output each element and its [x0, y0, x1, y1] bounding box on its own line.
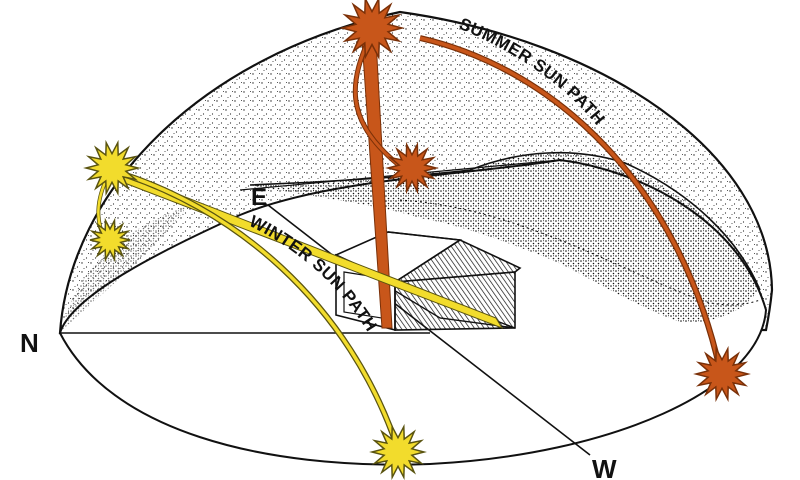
north-label: N: [20, 328, 39, 358]
summer-sun-morning-icon: [385, 141, 439, 195]
left-hill-shade: [62, 205, 190, 330]
winter-sun-morning-icon: [89, 217, 131, 263]
hills-tree-line: [399, 199, 761, 306]
east-label: E: [251, 184, 267, 211]
summer-sun-noon-icon: [339, 0, 405, 61]
winter-sun-sunset-icon: [369, 423, 427, 480]
summer-sun-sunset-icon: [693, 345, 751, 403]
winter-sun-noon-icon: [83, 139, 141, 197]
west-label: W: [592, 454, 617, 480]
hills-outline: [249, 151, 761, 291]
